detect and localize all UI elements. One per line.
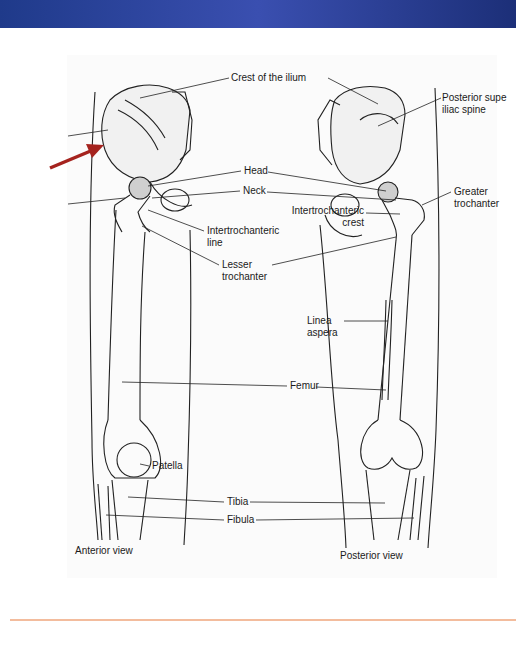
bone-label: Neck — [243, 185, 266, 197]
bone-label: Patella — [152, 460, 183, 472]
footer-rule — [10, 619, 516, 620]
anterior-view — [90, 85, 192, 545]
bone-label: Posterior supe iliac spine — [442, 92, 514, 116]
bone-label: Tibia — [227, 496, 248, 508]
bone-label: Intertrochanteric crest — [268, 205, 364, 229]
header-bar — [0, 0, 516, 28]
view-caption: Anterior view — [75, 545, 133, 557]
posterior-view — [318, 87, 439, 549]
bone-label: Head — [244, 165, 268, 177]
bone-label: Intertrochanteric line — [207, 225, 283, 249]
bone-label: Lesser trochanter — [222, 259, 284, 283]
pointer-arrow — [50, 144, 104, 168]
scan-area — [67, 55, 497, 578]
view-caption: Posterior view — [340, 550, 403, 562]
bone-label: Greater trochanter — [454, 186, 510, 210]
bone-label: Fibula — [227, 514, 254, 526]
bone-label: Linea aspera — [307, 315, 343, 339]
leader-lines — [68, 78, 451, 520]
bone-label: Crest of the ilium — [231, 72, 306, 84]
bone-label: Femur — [290, 380, 319, 392]
